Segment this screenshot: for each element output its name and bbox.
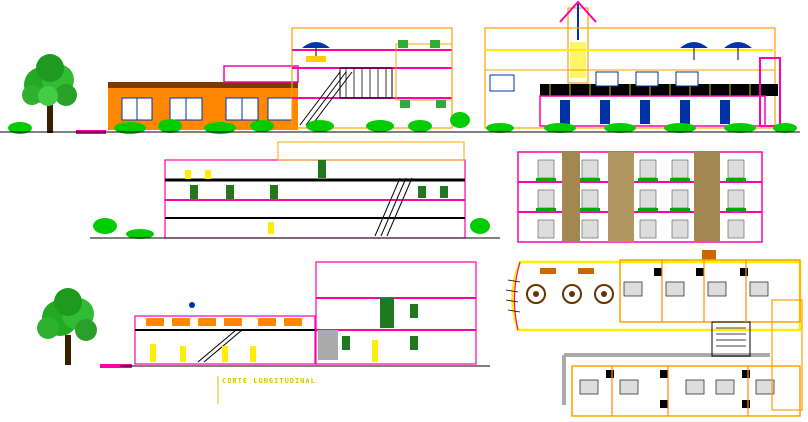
stone-column <box>562 152 580 242</box>
stone-column <box>608 152 634 242</box>
round-table-icon <box>526 284 546 304</box>
umbrella-icon <box>724 42 752 60</box>
front-elevation <box>0 27 470 134</box>
umbrella-icon <box>680 42 708 60</box>
rear-elevation <box>470 0 800 133</box>
tree-icon <box>22 54 77 133</box>
side-elevation <box>517 151 763 243</box>
round-table-icon <box>562 284 582 304</box>
longitudinal-section <box>90 141 500 239</box>
drawing-caption: CORTE LONGITUDINAL <box>222 377 316 385</box>
round-table-icon <box>594 284 614 304</box>
floor-plan <box>505 250 803 417</box>
cross-section <box>37 261 490 404</box>
stone-column <box>694 152 720 242</box>
tree-icon <box>37 288 97 365</box>
umbrella-icon <box>302 42 330 62</box>
